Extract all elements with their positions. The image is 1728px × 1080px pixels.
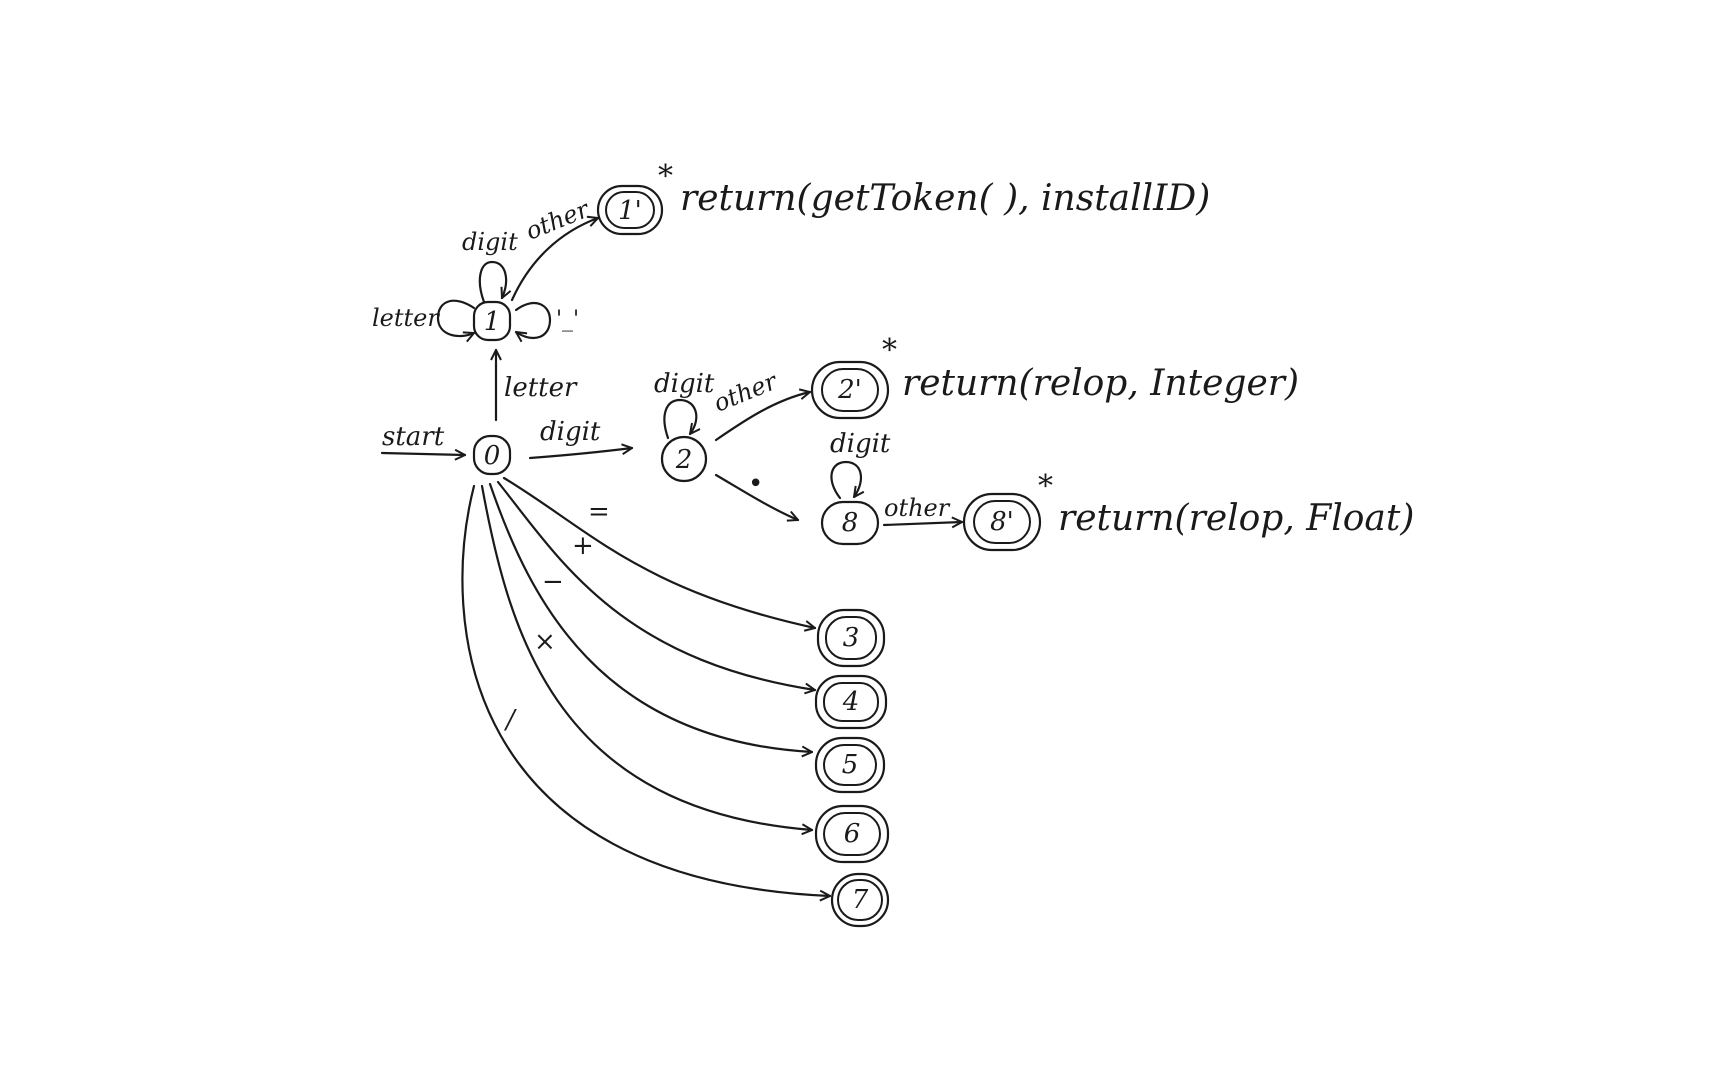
label-0-2: digit [540, 417, 601, 447]
edge-2-2p [714, 392, 810, 442]
state-2-prime: 2' [810, 360, 890, 420]
svg-text:3: 3 [843, 623, 860, 653]
edge-0-3 [502, 476, 815, 628]
label-0-6: × [534, 627, 556, 657]
svg-text:1: 1 [484, 307, 501, 337]
start-arrow [380, 453, 465, 455]
edge-0-7 [461, 484, 830, 896]
svg-text:0: 0 [484, 441, 501, 471]
label-8-8p: other [884, 494, 951, 522]
action-2p: return(relop, Integer) [902, 363, 1299, 404]
edge-1-self-digit [478, 260, 506, 304]
edge-1-1p [510, 218, 598, 302]
label-0-1: letter [504, 373, 578, 403]
edge-0-4 [496, 480, 815, 690]
edge-2-self [663, 398, 696, 440]
edge-2-8 [714, 473, 798, 520]
actions: * return(getToken( ), installID) * retur… [658, 159, 1414, 539]
label-2-8: • [748, 469, 763, 499]
svg-text:7: 7 [852, 885, 869, 915]
label-1-self-digit: digit [462, 228, 518, 256]
edge-0-6 [480, 484, 812, 830]
edge-8-self [830, 460, 861, 500]
label-start: start [382, 422, 445, 452]
svg-text:4: 4 [842, 687, 860, 717]
label-8-self: digit [830, 429, 891, 459]
edge-0-5 [488, 482, 812, 752]
state-3: 3 [816, 608, 886, 668]
state-7: 7 [830, 872, 890, 928]
retract-mark-1p: * [658, 159, 673, 194]
svg-text:1': 1' [618, 196, 642, 226]
state-8-prime: 8' [962, 492, 1042, 552]
action-1p: return(getToken( ), installID) [680, 178, 1210, 219]
edge-1-self-letter [436, 299, 474, 336]
retract-mark-2p: * [882, 333, 897, 368]
label-0-5: − [542, 567, 564, 597]
edges [380, 218, 962, 896]
label-1-self-underscore: '_' [556, 307, 579, 332]
action-8p: return(relop, Float) [1058, 498, 1414, 539]
state-1: 1 [472, 300, 512, 342]
state-8: 8 [820, 500, 880, 546]
states: 0 1 1' 2 2' 8 8' [472, 184, 1042, 928]
label-2-self: digit [654, 369, 715, 399]
svg-text:5: 5 [842, 750, 859, 780]
svg-text:2': 2' [837, 375, 862, 405]
state-6: 6 [814, 804, 890, 864]
label-2-2p: other [710, 367, 782, 418]
label-0-3: = [588, 497, 610, 527]
svg-text:2: 2 [675, 445, 693, 475]
svg-text:6: 6 [844, 819, 861, 849]
label-0-7: / [503, 705, 517, 735]
edge-0-2 [528, 448, 632, 460]
state-2: 2 [660, 435, 708, 483]
state-0: 0 [472, 434, 512, 476]
state-5: 5 [814, 736, 886, 794]
state-4: 4 [814, 674, 888, 730]
label-1-self-letter: letter [372, 304, 440, 332]
edge-1-self-underscore [516, 301, 552, 338]
edge-8-8p [882, 522, 962, 525]
svg-text:8': 8' [990, 507, 1014, 537]
label-1-1p: other [522, 195, 594, 246]
label-0-4: + [572, 531, 594, 561]
state-1-prime: 1' [596, 184, 664, 236]
retract-mark-8p: * [1038, 469, 1053, 504]
svg-text:8: 8 [842, 508, 859, 538]
